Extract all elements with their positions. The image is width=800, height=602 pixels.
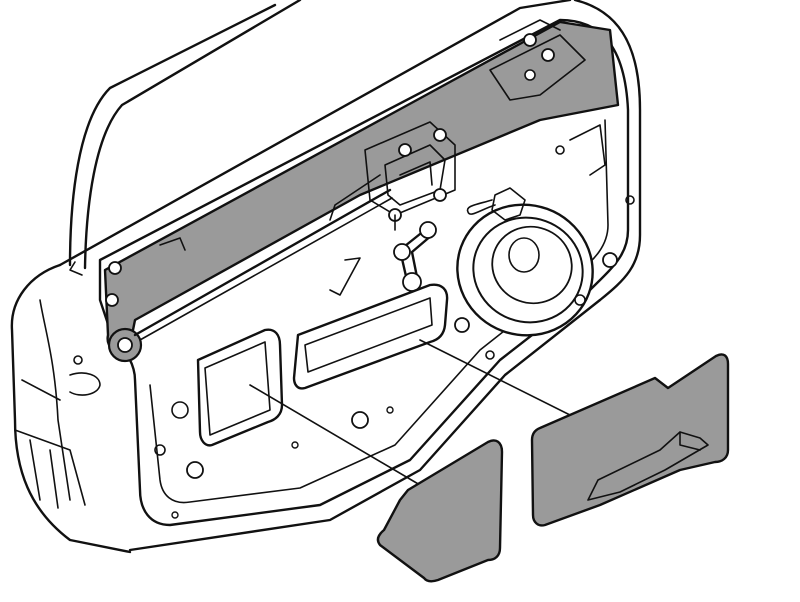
access-holes [196, 283, 449, 447]
access-cover-large [530, 353, 730, 527]
window-regulator-motor [329, 121, 456, 231]
leader-lines [249, 339, 591, 486]
speaker-icon [454, 203, 618, 337]
bolt-icon [105, 124, 635, 519]
access-cover-small [376, 439, 504, 583]
window-frame [68, 0, 302, 276]
connector-icon [466, 187, 526, 221]
linkage [329, 221, 437, 296]
window-regulator-rail [103, 19, 620, 363]
